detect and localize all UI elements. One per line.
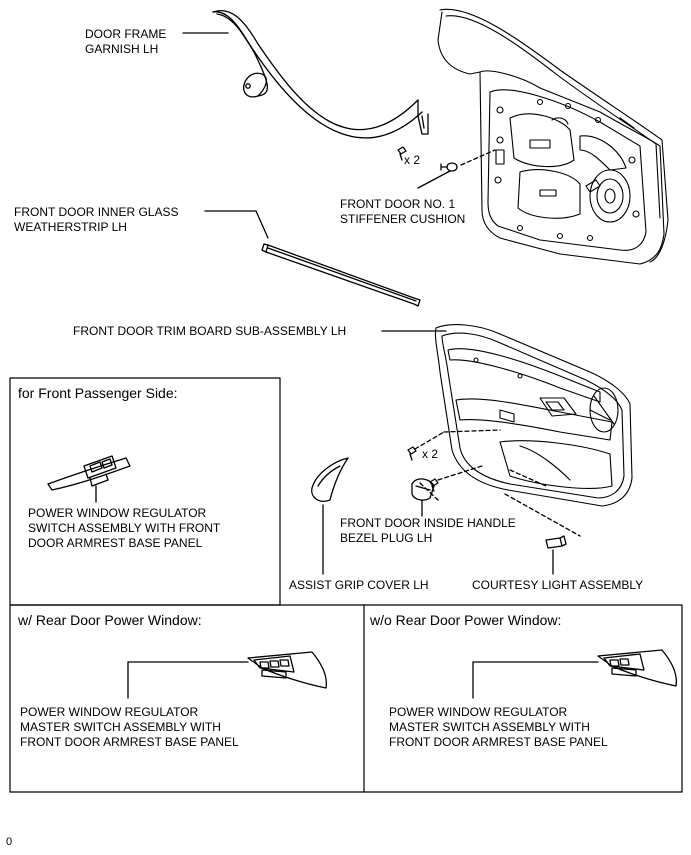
label-line: MASTER SWITCH ASSEMBLY WITH xyxy=(389,720,590,734)
dash-cushion-to-door xyxy=(460,149,496,166)
label-trim-board: FRONT DOOR TRIM BOARD SUB-ASSEMBLY LH xyxy=(73,324,346,339)
label-line: FRONT DOOR ARMREST BASE PANEL xyxy=(389,735,608,749)
front-door-drawing xyxy=(437,8,669,265)
label-master-switch-without-rear: POWER WINDOW REGULATOR MASTER SWITCH ASS… xyxy=(389,705,608,750)
passenger-switch-drawing xyxy=(47,455,131,491)
label-line: FRONT DOOR INNER GLASS xyxy=(14,205,179,219)
courtesy-light-drawing xyxy=(545,535,567,549)
label-master-switch-with-rear: POWER WINDOW REGULATOR MASTER SWITCH ASS… xyxy=(20,705,239,750)
figure-number: 0 xyxy=(6,836,13,848)
label-line: x 2 xyxy=(422,447,439,461)
box-front-passenger xyxy=(9,377,281,606)
label-passenger-switch: POWER WINDOW REGULATOR SWITCH ASSEMBLY W… xyxy=(28,506,220,551)
label-courtesy-light: COURTESY LIGHT ASSEMBLY xyxy=(472,578,643,593)
assist-grip-cover-drawing xyxy=(311,457,349,502)
label-inner-glass-weatherstrip: FRONT DOOR INNER GLASS WEATHERSTRIP LH xyxy=(14,205,178,235)
label-line: x 2 xyxy=(404,153,421,167)
label-line: MASTER SWITCH ASSEMBLY WITH xyxy=(20,720,221,734)
label-qty-trim: x 2 xyxy=(422,447,438,462)
label-inside-handle-bezel-plug: FRONT DOOR INSIDE HANDLE BEZEL PLUG LH xyxy=(340,516,516,546)
trim-dash-lines xyxy=(414,429,581,537)
label-line: DOOR ARMREST BASE PANEL xyxy=(28,536,203,550)
label-line: DOOR FRAME xyxy=(85,27,167,41)
label-line: ASSIST GRIP COVER LH xyxy=(289,578,429,592)
label-assist-grip-cover: ASSIST GRIP COVER LH xyxy=(289,578,429,593)
box-title-front-passenger: for Front Passenger Side: xyxy=(18,385,178,401)
box-title-with-rear-power-window: w/ Rear Door Power Window: xyxy=(18,612,202,628)
label-line: POWER WINDOW REGULATOR xyxy=(20,705,199,719)
master-switch-with-rear-drawing xyxy=(247,651,328,689)
inner-glass-weatherstrip-drawing xyxy=(261,243,421,307)
leader-stiffener-cushion xyxy=(417,170,451,189)
label-qty-top: x 2 xyxy=(404,153,420,168)
label-line: POWER WINDOW REGULATOR xyxy=(28,506,207,520)
master-switch-without-rear-drawing xyxy=(597,649,678,687)
label-stiffener-cushion: FRONT DOOR NO. 1 STIFFENER CUSHION xyxy=(340,197,465,227)
label-line: COURTESY LIGHT ASSEMBLY xyxy=(472,578,644,592)
box-title-without-rear-power-window: w/o Rear Door Power Window: xyxy=(370,612,562,628)
label-line: STIFFENER CUSHION xyxy=(340,212,466,226)
label-line: FRONT DOOR NO. 1 xyxy=(340,197,456,211)
door-frame-garnish-drawing xyxy=(212,10,429,139)
trim-board-drawing xyxy=(434,324,633,507)
clip-top-drawing xyxy=(397,146,407,161)
handle-bezel-plug-drawing xyxy=(411,478,435,501)
label-line: FRONT DOOR INSIDE HANDLE xyxy=(340,516,516,530)
label-line: WEATHERSTRIP LH xyxy=(14,220,127,234)
label-line: FRONT DOOR ARMREST BASE PANEL xyxy=(20,735,239,749)
label-line: SWITCH ASSEMBLY WITH FRONT xyxy=(28,521,221,535)
box-lower-panel xyxy=(9,604,683,793)
label-line: BEZEL PLUG LH xyxy=(340,531,433,545)
label-door-frame-garnish: DOOR FRAME GARNISH LH xyxy=(85,27,166,57)
label-line: FRONT DOOR TRIM BOARD SUB-ASSEMBLY LH xyxy=(73,324,347,338)
label-line: GARNISH LH xyxy=(85,42,159,56)
label-line: POWER WINDOW REGULATOR xyxy=(389,705,568,719)
stiffener-cushion-drawing xyxy=(440,162,458,172)
